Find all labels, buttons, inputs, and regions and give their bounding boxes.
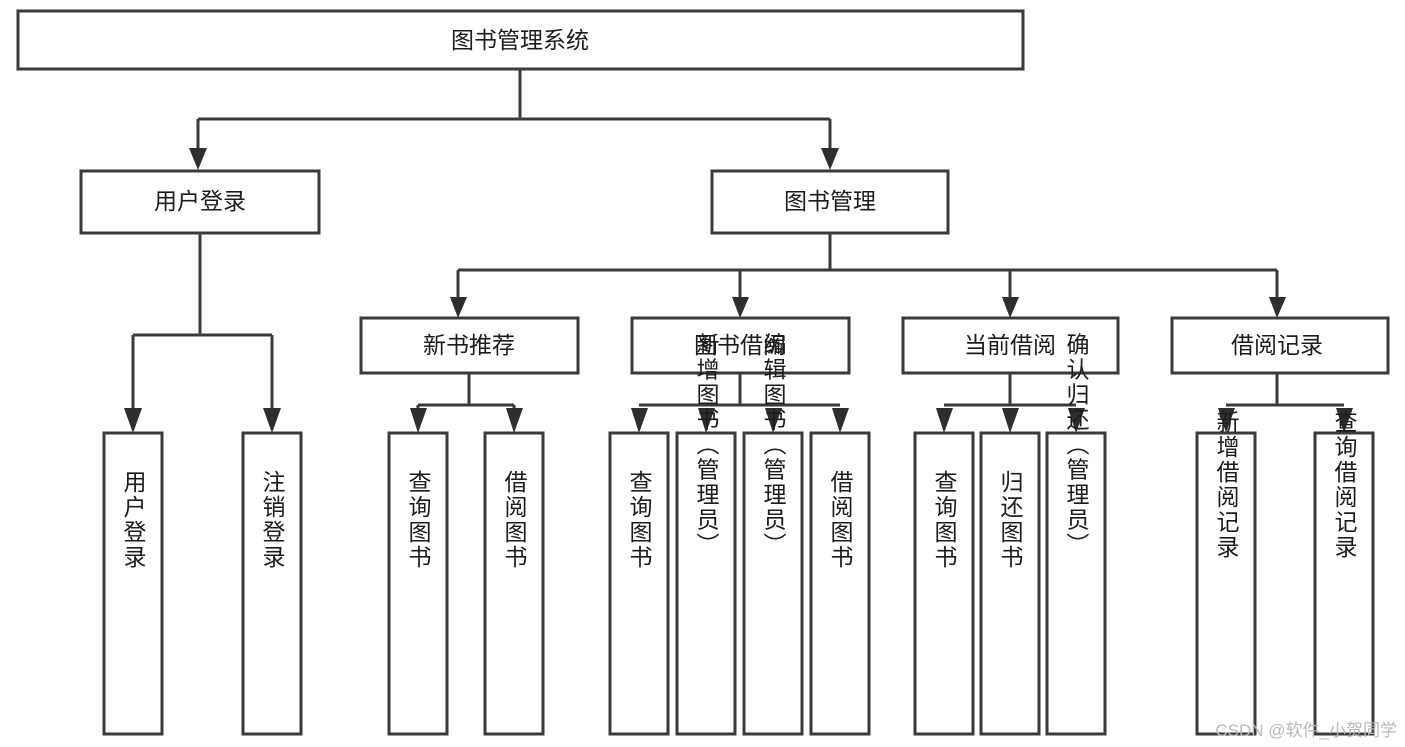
leaf-book-borrow-1-box[interactable]: [608, 431, 670, 736]
leaf-borrow-record-2[interactable]: 查询借阅记录: [1313, 410, 1375, 736]
node-root-box[interactable]: [16, 9, 1025, 71]
node-root[interactable]: 图书管理系统: [16, 9, 1025, 71]
arrow-cb-leaf2: [1002, 408, 1019, 433]
node-book-borrow-label: 图书借阅: [694, 332, 786, 358]
leaf-book-borrow-3-box[interactable]: [742, 431, 804, 736]
arrow-to-book-manage: [821, 148, 839, 170]
node-current-borrow-box[interactable]: [901, 316, 1120, 375]
leaf-new-book-1-label: 查询图书: [405, 470, 432, 570]
node-user-login-label: 用户登录: [154, 188, 246, 214]
arrow-bb-leaf2: [698, 408, 715, 433]
node-current-borrow[interactable]: 当前借阅: [901, 316, 1120, 375]
leaf-book-borrow-2-label: 新增图书（管理员）: [693, 333, 720, 558]
node-root-label: 图书管理系统: [451, 27, 589, 53]
leaf-current-borrow-2[interactable]: 归还图书: [979, 431, 1041, 736]
leaf-book-borrow-4-box[interactable]: [809, 431, 871, 736]
arrow-bb-leaf3: [765, 408, 782, 433]
leaf-new-book-2[interactable]: 借阅图书: [483, 431, 545, 736]
leaf-book-borrow-2[interactable]: 新增图书（管理员）: [675, 333, 737, 736]
arrow-to-new-book: [450, 297, 467, 318]
node-book-manage-box[interactable]: [710, 169, 950, 235]
arrow-br-leaf2: [1336, 408, 1353, 433]
node-user-login-box[interactable]: [79, 169, 321, 235]
node-borrow-record-box[interactable]: [1170, 316, 1390, 375]
leaf-current-borrow-1-box[interactable]: [913, 431, 975, 736]
leaf-borrow-record-2-label: 查询借阅记录: [1331, 410, 1358, 560]
node-new-book-recommend[interactable]: 新书推荐: [359, 316, 580, 375]
arrow-bb-leaf4: [832, 408, 849, 433]
leaf-book-borrow-2-box[interactable]: [675, 431, 737, 736]
arrow-cb-leaf1: [936, 408, 953, 433]
leaf-new-book-2-label: 借阅图书: [501, 470, 528, 570]
node-current-borrow-label: 当前借阅: [964, 332, 1056, 358]
leaf-current-borrow-3[interactable]: 确认归还（管理员）: [1045, 333, 1107, 736]
node-borrow-record-label: 借阅记录: [1231, 332, 1323, 358]
leaf-current-borrow-2-box[interactable]: [979, 431, 1041, 736]
leaf-book-borrow-4[interactable]: 借阅图书: [809, 431, 871, 736]
node-book-manage[interactable]: 图书管理: [710, 169, 950, 235]
leaf-current-borrow-2-label: 归还图书: [997, 470, 1024, 570]
leaf-current-borrow-3-label: 确认归还（管理员）: [1063, 333, 1090, 558]
connector-layer: [124, 69, 1353, 433]
leaf-new-book-1[interactable]: 查询图书: [387, 431, 449, 736]
arrow-nb-leaf1: [410, 408, 427, 433]
node-book-borrow[interactable]: 图书借阅: [630, 316, 851, 375]
leaf-new-book-1-box[interactable]: [387, 431, 449, 736]
leaf-current-borrow-1-label: 查询图书: [931, 470, 958, 570]
leaf-borrow-record-1-label: 新增借阅记录: [1213, 410, 1240, 560]
arrow-ul-leaf2: [263, 408, 281, 433]
arrow-to-borrow-record: [1269, 297, 1286, 318]
leaf-borrow-record-1[interactable]: 新增借阅记录: [1195, 410, 1257, 736]
leaf-user-login-2-label: 注销登录: [259, 470, 286, 570]
leaf-user-login-1[interactable]: 用户登录: [102, 431, 164, 736]
arrow-nb-leaf2: [506, 408, 523, 433]
leaf-borrow-record-1-box[interactable]: [1195, 431, 1257, 736]
leaf-user-login-1-box[interactable]: [102, 431, 164, 736]
leaf-new-book-2-box[interactable]: [483, 431, 545, 736]
leaf-user-login-2[interactable]: 注销登录: [241, 431, 303, 736]
node-book-manage-label: 图书管理: [784, 188, 876, 214]
arrow-bb-leaf1: [631, 408, 648, 433]
leaf-current-borrow-1[interactable]: 查询图书: [913, 431, 975, 736]
leaf-book-borrow-1-label: 查询图书: [626, 470, 653, 570]
leaf-current-borrow-3-box[interactable]: [1045, 431, 1107, 736]
arrow-cb-leaf3: [1068, 408, 1085, 433]
node-user-login[interactable]: 用户登录: [79, 169, 321, 235]
csdn-watermark: CSDN @软件_小贺同学: [1215, 721, 1397, 740]
leaf-book-borrow-4-label: 借阅图书: [827, 470, 854, 570]
leaf-user-login-2-box[interactable]: [241, 431, 303, 736]
arrow-ul-leaf1: [124, 408, 142, 433]
leaf-user-login-1-label: 用户登录: [120, 470, 147, 570]
leaf-borrow-record-2-box[interactable]: [1313, 431, 1375, 736]
node-borrow-record[interactable]: 借阅记录: [1170, 316, 1390, 375]
arrow-to-current-borrow: [1002, 297, 1019, 318]
arrow-to-user-login: [189, 148, 207, 170]
leaf-book-borrow-1[interactable]: 查询图书: [608, 431, 670, 736]
arrow-br-leaf1: [1218, 408, 1235, 433]
node-new-book-recommend-label: 新书推荐: [423, 332, 515, 358]
arrow-to-book-borrow: [732, 297, 749, 318]
leaf-book-borrow-3[interactable]: 编辑图书（管理员）: [742, 333, 804, 736]
node-book-borrow-box[interactable]: [630, 316, 851, 375]
node-new-book-recommend-box[interactable]: [359, 316, 580, 375]
leaf-book-borrow-3-label: 编辑图书（管理员）: [760, 333, 787, 558]
